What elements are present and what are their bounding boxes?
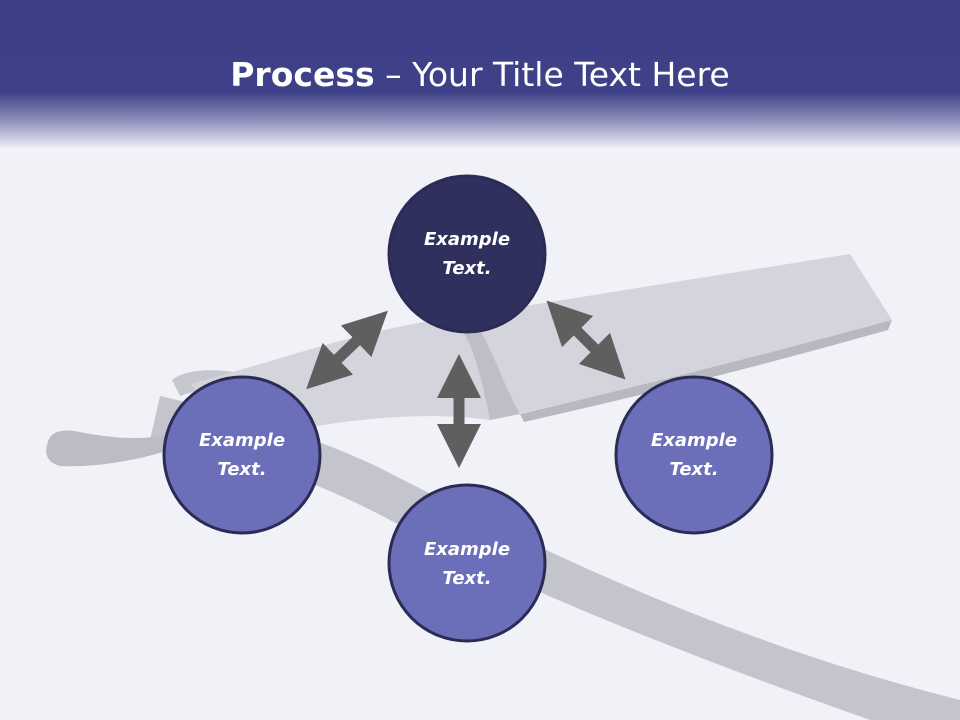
node-bottom-line1: Example <box>423 539 511 560</box>
node-bottom-line2: Text. <box>442 568 492 589</box>
node-left-line2: Text. <box>217 459 267 480</box>
node-top-label: Example Text. <box>389 225 545 283</box>
node-right-label: Example Text. <box>616 426 772 484</box>
razor-blade-spine <box>450 316 520 420</box>
node-top-line1: Example <box>423 229 511 250</box>
razor-handle <box>150 396 960 720</box>
node-top-line2: Text. <box>442 258 492 279</box>
arrow-top-right <box>546 300 626 380</box>
node-top-circle <box>387 174 547 334</box>
node-bottom-label: Example Text. <box>389 535 545 593</box>
node-left-label: Example Text. <box>164 426 320 484</box>
title-banner: Process – Your Title Text Here <box>0 0 960 148</box>
node-bottom-circle <box>387 483 547 643</box>
razor-blade <box>190 254 892 440</box>
node-right-circle <box>614 375 774 535</box>
slide-title: Process – Your Title Text Here <box>0 52 960 98</box>
razor-tang <box>46 430 180 467</box>
node-right-line1: Example <box>650 430 738 451</box>
razor-blade-edge <box>520 320 892 422</box>
arrow-top-left <box>306 310 388 390</box>
slide-title-bold: Process <box>230 55 375 94</box>
node-left-circle <box>162 375 322 535</box>
node-right-line2: Text. <box>669 459 719 480</box>
node-left-line1: Example <box>198 430 286 451</box>
slide-title-rest: – Your Title Text Here <box>374 55 730 94</box>
